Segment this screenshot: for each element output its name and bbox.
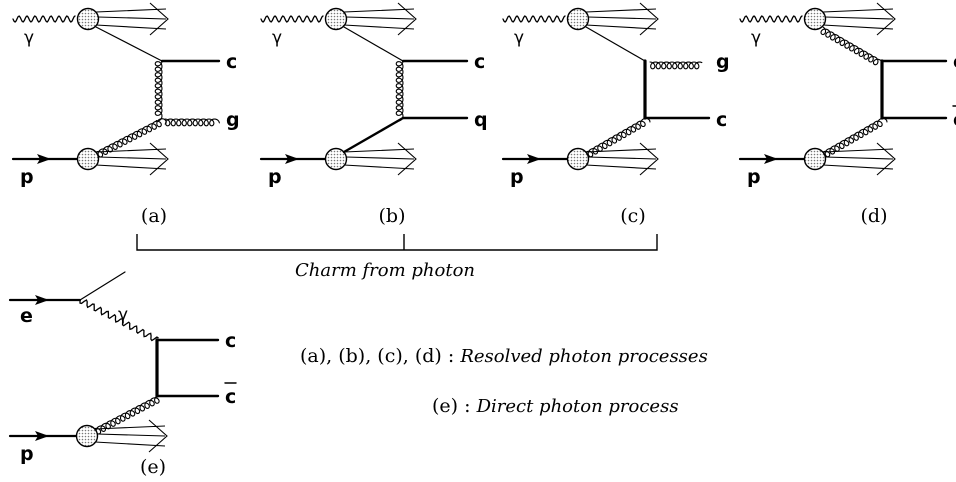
arrow-head <box>37 154 51 164</box>
arrow-head <box>527 154 541 164</box>
charm-from-photon-bracket <box>136 234 658 251</box>
photon-label: γ <box>751 28 761 48</box>
direct-text: Direct photon process <box>476 396 679 417</box>
fragment-jet <box>822 2 896 36</box>
fragment-jet <box>822 142 896 176</box>
gluon-out <box>649 61 703 70</box>
outgoing-top-label: g <box>716 51 730 73</box>
direct-legend: (e) : Direct photon process <box>432 395 679 417</box>
gluon-exchange <box>395 60 404 122</box>
photon-blob <box>803 7 827 31</box>
photon-line <box>79 299 159 342</box>
bracket-label: Charm from photon <box>295 260 475 281</box>
diagram-a: γ p c g (a) <box>11 2 240 227</box>
diagram-caption: (d) <box>861 205 888 227</box>
diagram-e: e γ c c p (e) <box>8 271 237 478</box>
fragment-jet <box>343 2 417 36</box>
charm-propagator <box>95 26 163 62</box>
proton-label: p <box>268 166 282 188</box>
direct-prefix: (e) : <box>432 395 477 417</box>
fragment-jet <box>585 2 659 36</box>
resolved-prefix: (a), (b), (c), (d) : <box>300 345 460 367</box>
proton-label: p <box>20 166 34 188</box>
proton-label: p <box>20 443 34 465</box>
gluon-incoming <box>93 396 160 435</box>
photon-line <box>739 15 803 23</box>
diagram-caption: (e) <box>140 456 166 478</box>
outgoing-bottom-label: c <box>716 109 727 131</box>
arrow-head <box>35 431 49 441</box>
diagram-caption: (a) <box>141 205 167 227</box>
diagram-c: γ p g c (c) <box>501 2 730 227</box>
arrow-head <box>285 154 299 164</box>
arrow-head <box>35 295 49 305</box>
gluon-incoming <box>585 117 651 158</box>
resolved-legend: (a), (b), (c), (d) : Resolved photon pro… <box>300 345 708 367</box>
charm-propagator <box>585 26 646 62</box>
proton-label: p <box>510 166 524 188</box>
photon-blob <box>566 7 590 31</box>
fragment-jet <box>343 142 417 176</box>
outgoing-bottom-label: q <box>474 109 488 131</box>
diagram-caption: (b) <box>379 205 406 227</box>
gluon-exchange <box>154 60 163 122</box>
outgoing-top-label: c <box>474 51 485 73</box>
fragment-jet <box>95 2 169 36</box>
photon-label: γ <box>24 28 34 48</box>
photon-line <box>12 15 76 23</box>
proton-blob <box>75 424 99 448</box>
photon-line <box>502 15 566 23</box>
arrow-head <box>764 154 778 164</box>
diagram-d: γ p c c (d) <box>738 2 956 227</box>
diagram-caption: (c) <box>620 205 645 227</box>
photon-blob <box>324 7 348 31</box>
quark-incoming <box>342 116 405 154</box>
electron-label: e <box>20 305 33 327</box>
outgoing-top-label: c <box>953 51 956 73</box>
proton-blob <box>803 147 827 171</box>
outgoing-bottom-label: g <box>226 109 240 131</box>
outgoing-bottom-label: c <box>225 386 236 408</box>
proton-blob <box>324 147 348 171</box>
gluon-from-photon <box>820 26 884 68</box>
outgoing-top-label: c <box>226 51 237 73</box>
photon-label: γ <box>514 28 524 48</box>
fragment-jet <box>585 142 659 176</box>
proton-label: p <box>747 166 761 188</box>
photon-label: γ <box>272 28 282 48</box>
photon-blob <box>76 7 100 31</box>
fragment-jet <box>95 142 169 176</box>
charm-propagator <box>343 26 404 62</box>
proton-blob <box>566 147 590 171</box>
gluon-incoming <box>95 118 167 158</box>
proton-blob <box>76 147 100 171</box>
resolved-text: Resolved photon processes <box>459 346 708 367</box>
photon-line <box>260 15 324 23</box>
fragment-jet <box>94 419 168 453</box>
photon-label: γ <box>118 305 128 325</box>
diagram-b: γ p c q (b) <box>259 2 488 227</box>
gluon-out <box>164 118 220 127</box>
outgoing-bottom-label: c <box>953 109 956 131</box>
gluon-incoming <box>822 117 888 158</box>
outgoing-top-label: c <box>225 330 236 352</box>
scattered-electron <box>79 271 126 301</box>
